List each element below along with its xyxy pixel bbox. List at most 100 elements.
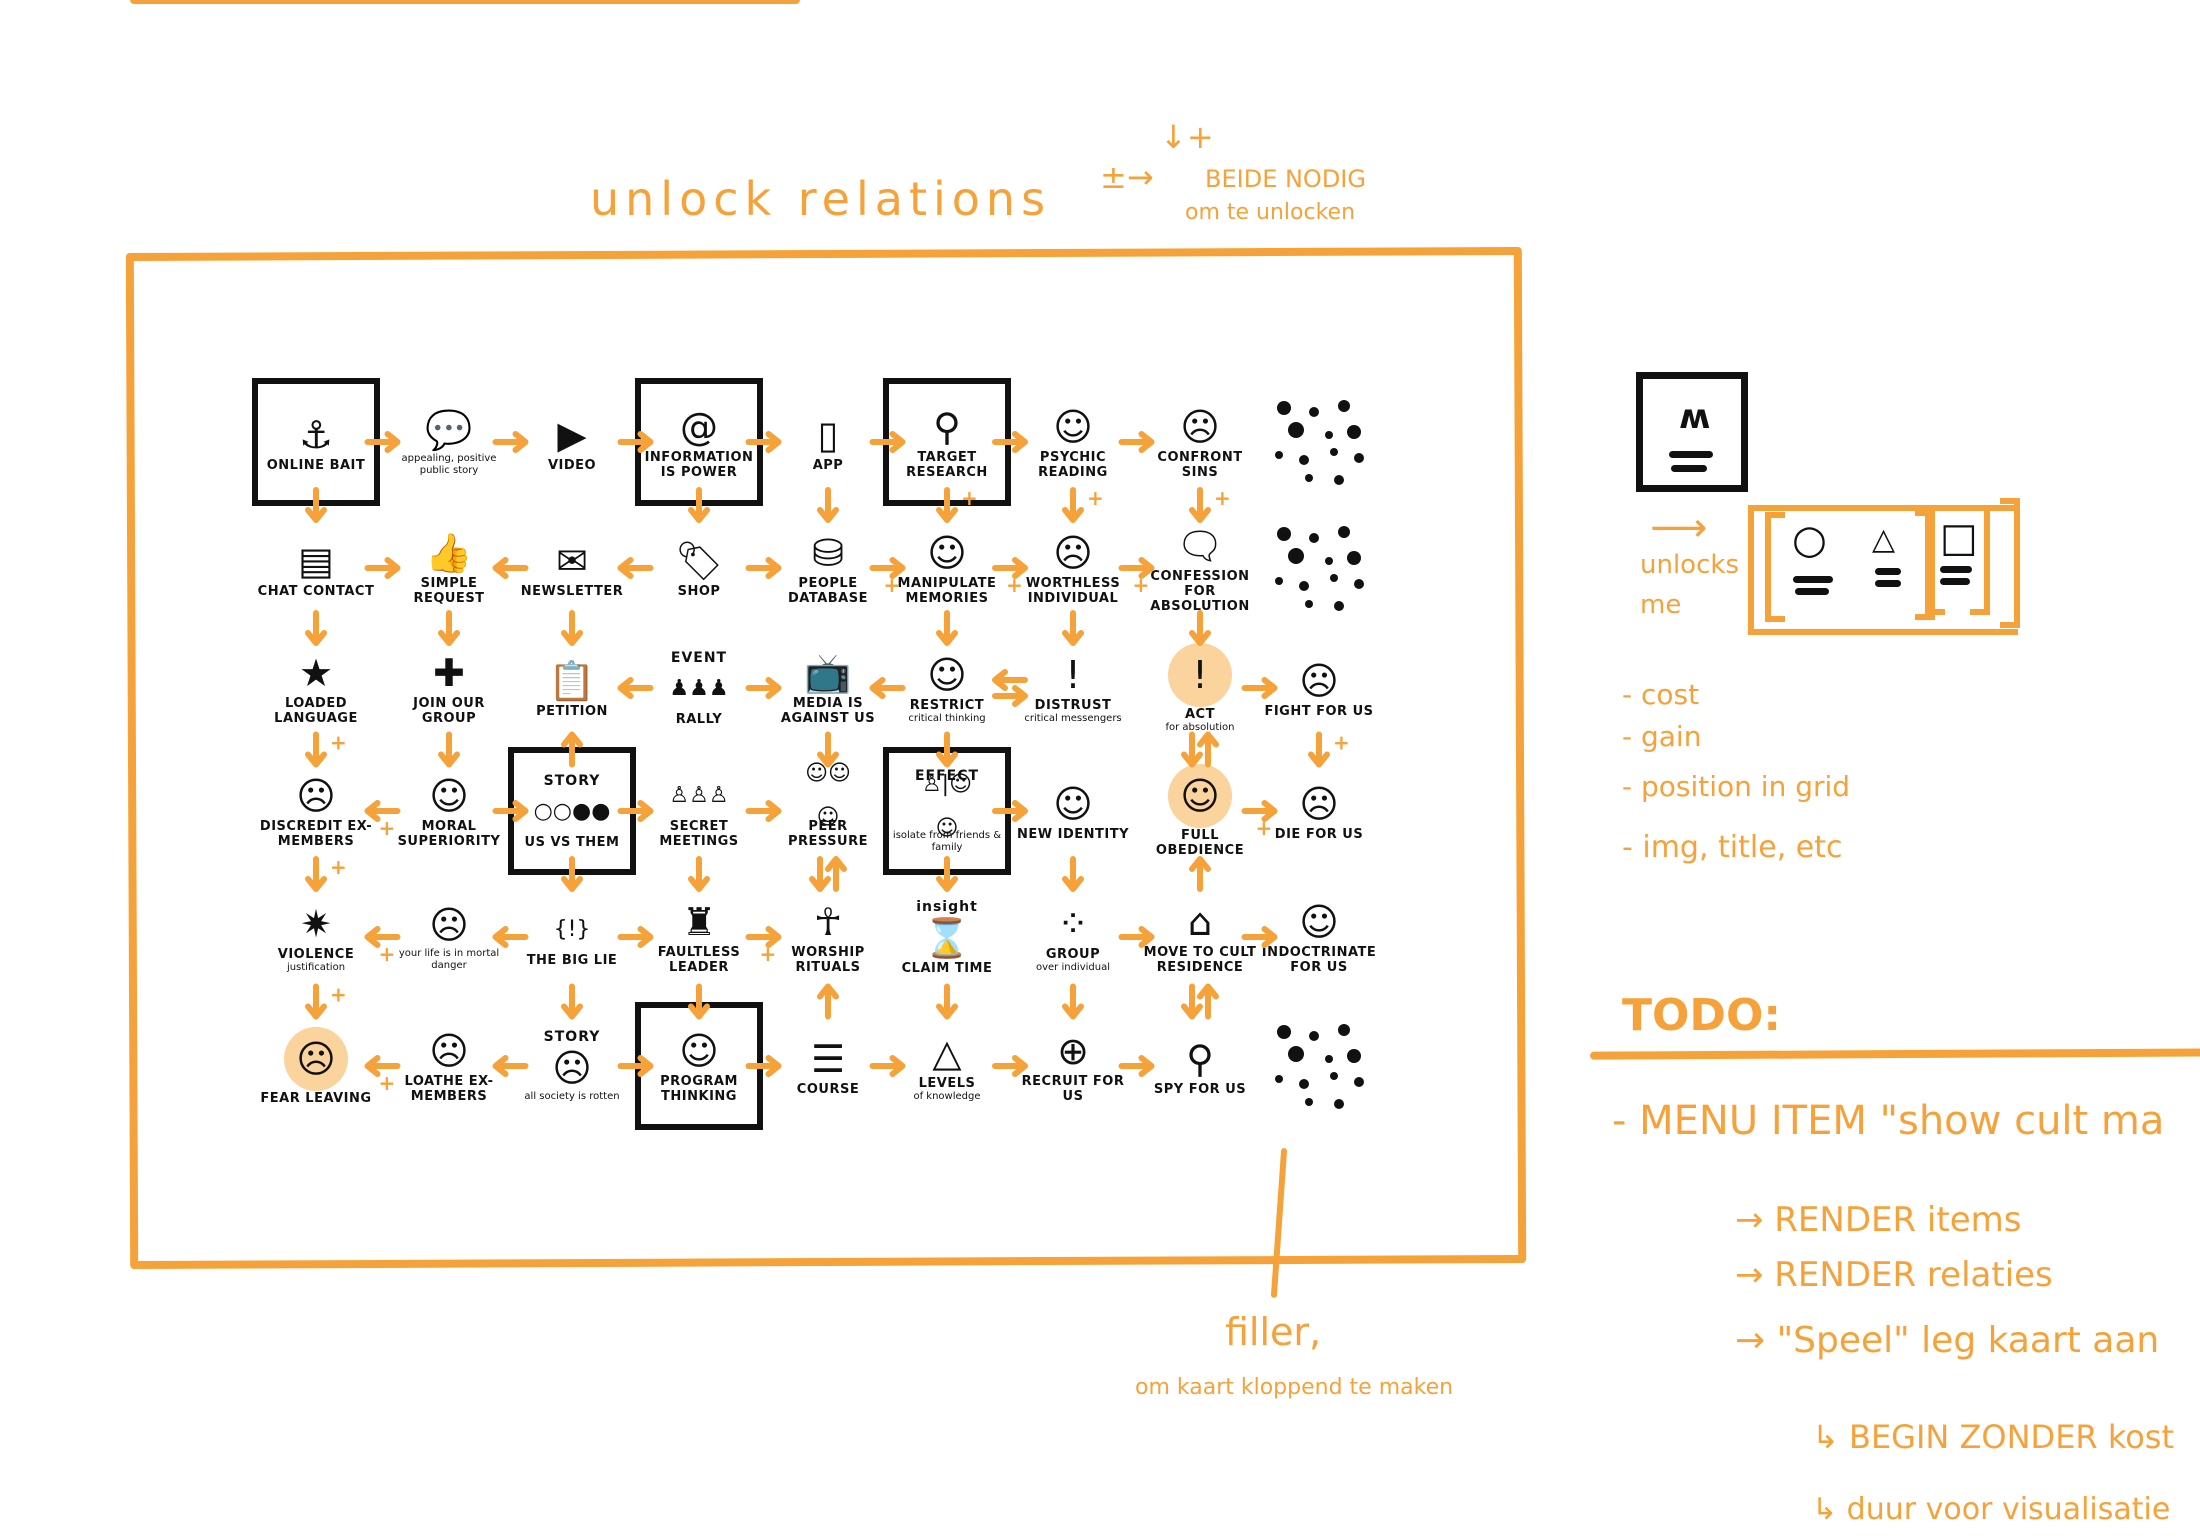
todo-substep-begin: ↳ BEGIN ZONDER kost <box>1812 1418 2174 1456</box>
filler-dot <box>1354 578 1364 589</box>
card-title: program thinking <box>660 1074 738 1104</box>
filler-dot <box>1347 1048 1361 1063</box>
card-target-research[interactable]: ⚲target research <box>883 378 1011 506</box>
filler-dot <box>1334 600 1344 611</box>
top-edge-line <box>130 0 800 4</box>
card-subtitle: appealing, positive public story <box>401 453 497 476</box>
card-title: violence <box>277 946 355 962</box>
card-claim-time[interactable]: insight⌛claim time <box>885 875 1009 999</box>
card-group-over-individual[interactable]: ⁘groupover individual <box>1011 875 1135 999</box>
card-title: distrust <box>1034 697 1112 713</box>
filler-dot <box>1277 526 1291 541</box>
card-shop[interactable]: 🏷shop <box>637 506 761 630</box>
filler-dot <box>1347 550 1361 565</box>
card-distrust-messengers[interactable]: !distrustcritical messengers <box>1011 626 1135 750</box>
card-discredit-ex[interactable]: ☹discredit ex-members <box>254 749 378 873</box>
house-icon: ⌂ <box>1187 900 1213 944</box>
card-levels-knowledge[interactable]: △levelsof knowledge <box>885 1004 1009 1128</box>
card-worship-rituals[interactable]: ☥worship rituals <box>766 875 890 999</box>
card-people-database[interactable]: ⛁people database <box>766 506 890 630</box>
legend-down-plus-symbol: ↓+ <box>1160 118 1214 156</box>
filler-dot <box>1338 399 1350 412</box>
filler-dot <box>1330 573 1338 582</box>
page-title: unlock relations <box>590 172 1052 226</box>
card-indoctrinate[interactable]: ☺indoctrinate for us <box>1257 875 1381 999</box>
card-online-bait[interactable]: ⚓online bait <box>252 378 380 506</box>
card-violence-justification[interactable]: ✷violencejustification <box>254 875 378 999</box>
card-event-rally[interactable]: EVENT♟♟♟rally <box>637 626 761 750</box>
card-subtitle: justification <box>286 961 346 973</box>
filler-dot <box>1288 1045 1304 1062</box>
card-us-vs-them[interactable]: STORY○○●●us vs them <box>508 747 636 875</box>
filler-dot <box>1309 532 1319 543</box>
halo-face-icon: ☺ <box>429 774 469 818</box>
card-title: DIE for us <box>1274 826 1364 842</box>
card-isolate[interactable]: EFFECT♙|☺☺isolate from friends & family <box>883 747 1011 875</box>
card-filler-2[interactable] <box>1257 506 1381 630</box>
card-loathe-ex[interactable]: ☹loathe ex-members <box>387 1004 511 1128</box>
card-secret-meetings[interactable]: ♙♙♙secret meetings <box>637 749 761 873</box>
dizzy-face-icon: ☺ <box>1168 764 1232 828</box>
todo-substep-duration: ↳ duur voor visualisatie <box>1812 1492 2171 1527</box>
card-confession[interactable]: 🗨confession for absolution <box>1138 506 1262 630</box>
filler-dot <box>1309 406 1319 417</box>
lie-icon: {!} <box>553 916 591 942</box>
filler-dot <box>1330 447 1338 456</box>
card-loaded-language[interactable]: ★loaded language <box>254 626 378 750</box>
card-petition[interactable]: 📋petition <box>510 626 634 750</box>
card-chat-contact[interactable]: ▤chat contact <box>254 506 378 630</box>
card-faultless-leader[interactable]: ♜faultless leader <box>637 875 761 999</box>
card-course[interactable]: ☰course <box>766 1004 890 1128</box>
card-psychic-reading[interactable]: ☺psychic reading <box>1011 380 1135 504</box>
card-spy[interactable]: ⚲spy for us <box>1138 1004 1262 1128</box>
card-program-thinking[interactable]: ☺program thinking <box>635 1002 763 1130</box>
card-filler-1[interactable] <box>1257 380 1381 504</box>
card-text-line <box>1940 578 1970 585</box>
card-newsletter[interactable]: ✉newsletter <box>510 506 634 630</box>
card-video[interactable]: ▶VIDEO <box>510 380 634 504</box>
people-icon: ♙♙♙ <box>669 783 729 808</box>
card-title: moral superiority <box>397 819 501 849</box>
filler-dot <box>1354 1076 1364 1087</box>
card-new-identity[interactable]: ☺new identity <box>1011 749 1135 873</box>
card-cult-residence[interactable]: ⌂move to cult residence <box>1138 875 1262 999</box>
outer-bracket-right <box>2000 498 2020 628</box>
card-title: course <box>796 1081 860 1097</box>
card-peer-pressure[interactable]: ☺☺☺peer pressure <box>766 749 890 873</box>
tv-icon: 📺 <box>804 651 852 695</box>
card-appealing-story[interactable]: 💬appealing, positive public story <box>387 380 511 504</box>
card-title: loaded language <box>274 696 358 726</box>
card-recruit[interactable]: ⊕recruit for us <box>1011 1004 1135 1128</box>
card-title: shop <box>677 583 721 599</box>
alarmed-bubble-icon: ☹ <box>296 774 336 818</box>
legend-line1: BEIDE NODIG <box>1205 165 1366 193</box>
card-app[interactable]: ▯APP <box>766 380 890 504</box>
plus-icon: ✚ <box>433 651 465 695</box>
hourglass-icon: ⌛ <box>923 915 971 960</box>
card-join-group[interactable]: ✚join our group <box>387 626 511 750</box>
card-manipulate-memories[interactable]: ☺manipulate memories <box>885 506 1009 630</box>
card-moral-superiority[interactable]: ☺moral superiority <box>387 749 511 873</box>
card-society-rotten[interactable]: STORY☹all society is rotten <box>510 1004 634 1128</box>
card-worthless-individual[interactable]: ☹worthless individual <box>1011 506 1135 630</box>
card-big-lie[interactable]: {!}the big lie <box>510 875 634 999</box>
card-die-for-us[interactable]: ☹DIE for us <box>1257 749 1381 873</box>
card-filler-3[interactable] <box>1257 1004 1381 1128</box>
scribble-icon: ʍ <box>1679 397 1711 437</box>
flat-face-icon: ☺ <box>679 1029 719 1073</box>
card-media-against-us[interactable]: 📺media is against us <box>766 626 890 750</box>
phone-icon: ▯ <box>817 412 839 457</box>
card-text-line <box>1671 465 1707 472</box>
card-simple-request[interactable]: 👍simple request <box>387 506 511 630</box>
card-confront-sins[interactable]: ☹confront sins <box>1138 380 1262 504</box>
card-title: loathe ex-members <box>404 1074 494 1104</box>
confession-icon: 🗨 <box>1175 523 1225 568</box>
card-information-power[interactable]: @information is power <box>635 378 763 506</box>
card-mortal-danger[interactable]: ☹your life is in mortal danger <box>387 875 511 999</box>
card-restrict-thinking[interactable]: ☺restrictcritical thinking <box>885 626 1009 750</box>
card-full-obedience[interactable]: ☺full obedience <box>1138 749 1262 873</box>
card-fear-leaving[interactable]: ☹fear leaving <box>254 1004 378 1128</box>
card-fight-for-us[interactable]: ☹fight for us <box>1257 626 1381 750</box>
filler-dot <box>1325 1054 1333 1063</box>
